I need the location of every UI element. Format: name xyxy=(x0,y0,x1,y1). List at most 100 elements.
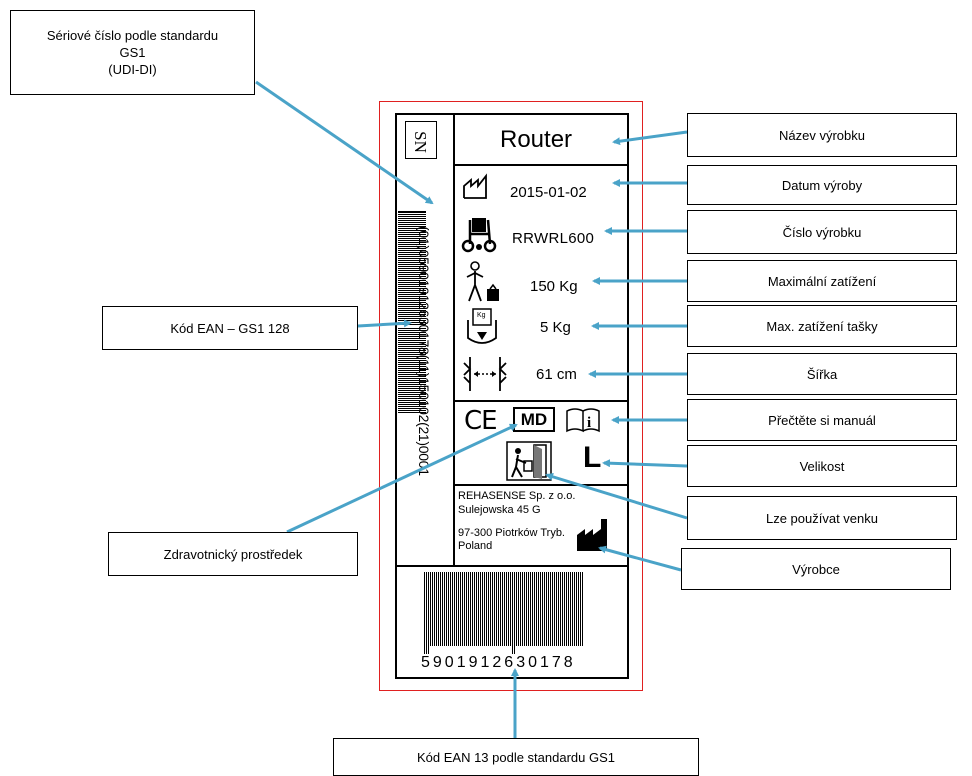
gs1-128-bar xyxy=(398,246,426,247)
ean13-bar xyxy=(450,572,451,646)
ean13-bar xyxy=(544,572,545,646)
gs1-128-bar xyxy=(398,330,426,331)
factory-date-icon xyxy=(463,173,487,199)
gs1-128-bar xyxy=(398,284,426,285)
gs1-128-bar xyxy=(398,258,426,259)
ean13-bar xyxy=(578,572,579,646)
size-value: L xyxy=(583,441,602,474)
gs1-128-bar xyxy=(398,376,426,377)
ean13-bar xyxy=(540,572,541,646)
ean13-bar xyxy=(430,572,431,646)
callout-medical-device: Zdravotnický prostředek xyxy=(108,532,358,576)
gs1-128-bar xyxy=(398,318,426,319)
ean13-bar xyxy=(522,572,523,646)
ean13-bar xyxy=(506,572,507,646)
ean13-bar xyxy=(492,572,493,646)
ean13-bar xyxy=(460,572,461,646)
manufacturer-line-1: REHASENSE Sp. z o.o. xyxy=(458,490,576,502)
gs1-128-barcode xyxy=(398,211,426,413)
ean13-bar xyxy=(438,572,439,646)
gs1-128-bar xyxy=(398,378,426,379)
ean13-bar xyxy=(424,572,425,654)
arrow-outdoor-use xyxy=(545,472,688,520)
gs1-128-bar xyxy=(398,214,426,215)
ean13-bar xyxy=(474,572,475,646)
gs1-128-bar xyxy=(398,386,426,387)
row-divider-3 xyxy=(453,484,629,486)
ean13-bar xyxy=(548,572,549,646)
gs1-128-bar xyxy=(398,346,426,347)
ean13-bar xyxy=(436,572,437,646)
gs1-128-bar xyxy=(398,366,426,367)
gs1-128-bar xyxy=(398,348,426,349)
width-icon xyxy=(463,357,507,391)
ean13-bar xyxy=(558,572,559,646)
ean13-bar xyxy=(498,572,499,646)
callout-production-date: Datum výroby xyxy=(687,165,957,205)
gs1-128-bar xyxy=(398,288,426,289)
gs1-128-bar xyxy=(398,236,426,237)
width-value: 61 cm xyxy=(536,366,577,383)
arrow-size xyxy=(602,459,688,468)
gs1-128-bar xyxy=(398,218,426,219)
gs1-128-bar xyxy=(398,320,426,321)
gs1-128-bar xyxy=(398,266,426,267)
gs1-128-bar xyxy=(398,394,426,395)
callout-width: Šířka xyxy=(687,353,957,395)
gs1-128-bar xyxy=(398,286,426,287)
gs1-128-bar xyxy=(398,280,426,281)
ean13-bar xyxy=(476,572,477,646)
arrow-ean-gs1-128 xyxy=(357,319,412,328)
gs1-128-bar xyxy=(398,240,426,241)
ean13-bar xyxy=(550,572,551,646)
arrow-serial xyxy=(255,80,434,205)
ean13-bar xyxy=(432,572,433,646)
gs1-128-bar xyxy=(398,390,426,391)
ean13-bar xyxy=(482,572,483,646)
gs1-128-bar xyxy=(398,368,426,369)
gs1-128-bar xyxy=(398,402,426,403)
arrow-manufacturer xyxy=(598,545,682,572)
callout-read-manual: Přečtěte si manuál xyxy=(687,399,957,441)
gs1-128-bar xyxy=(398,270,426,271)
label-outer-border xyxy=(379,101,643,691)
callout-ean-gs1-128: Kód EAN – GS1 128 xyxy=(102,306,358,350)
arrow-product-name xyxy=(612,130,688,146)
manufacturer-line-2: Sulejowska 45 G xyxy=(458,504,541,516)
callout-size: Velikost xyxy=(687,445,957,487)
gs1-128-bar xyxy=(398,302,426,303)
gs1-128-bar xyxy=(398,410,426,411)
gs1-128-bar xyxy=(398,232,426,233)
ean13-bar xyxy=(546,572,547,646)
ean13-bar xyxy=(570,572,571,646)
callout-max-load: Maximální zatížení xyxy=(687,260,957,302)
ean13-bar xyxy=(454,572,455,646)
ean13-bar xyxy=(512,572,513,654)
gs1-128-bar xyxy=(398,228,426,229)
gs1-128-bar xyxy=(398,364,426,365)
ean13-bar xyxy=(458,572,459,646)
gs1-128-bar xyxy=(398,404,426,405)
gs1-128-bar xyxy=(398,380,426,381)
ean13-bar xyxy=(494,572,495,646)
gs1-128-bar xyxy=(398,290,426,291)
gs1-128-bar xyxy=(398,328,426,329)
product-name: Router xyxy=(500,126,573,153)
gs1-128-bar xyxy=(398,360,426,361)
bag-icon-text: Kg xyxy=(477,312,486,319)
gs1-128-bar xyxy=(398,398,426,399)
row-divider-1 xyxy=(453,164,629,166)
ean13-bar xyxy=(468,572,469,646)
ean13-bar xyxy=(480,572,481,646)
gs1-128-bar xyxy=(398,272,426,273)
gs1-128-bar xyxy=(398,268,426,269)
gs1-128-bar xyxy=(398,322,426,323)
ean13-bar xyxy=(456,572,457,646)
gs1-128-bar xyxy=(398,244,426,245)
bag-weight-icon xyxy=(467,308,497,344)
callout-bag-load: Max. zatížení tašky xyxy=(687,305,957,347)
row-divider-2 xyxy=(453,400,629,402)
ean13-bar xyxy=(530,572,531,646)
ean13-bar xyxy=(508,572,509,646)
ean13-bar xyxy=(452,572,453,646)
